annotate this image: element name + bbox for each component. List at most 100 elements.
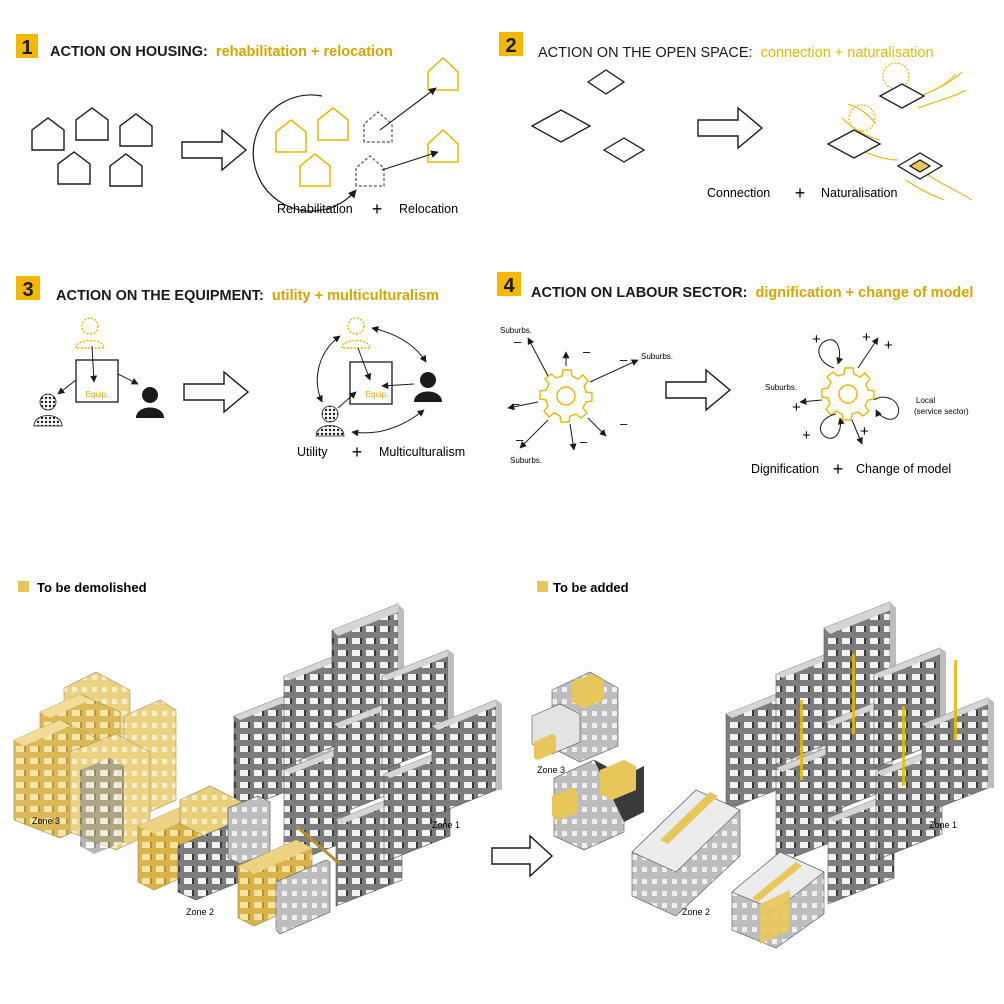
cycle-arrow-icon	[252, 94, 357, 212]
zone-label: Zone 2	[682, 907, 710, 917]
section-number-badge	[16, 276, 40, 300]
plus-sign: +	[833, 459, 844, 479]
svg-text:–: –	[583, 344, 591, 359]
section-title: ACTION ON THE EQUIPMENT:	[56, 288, 264, 304]
section-subtitle: dignification + change of model	[755, 285, 973, 301]
section-title-row: ACTION ON HOUSING: rehabilitation + relo…	[50, 44, 393, 60]
suburbs-label: Suburbs.	[765, 383, 797, 392]
zone-label: Zone 2	[186, 907, 214, 917]
arrow-right-icon	[665, 368, 732, 412]
legend-swatch	[537, 581, 548, 592]
local-label: Local	[916, 396, 935, 405]
equipment-arrow	[117, 373, 139, 385]
label-relocation: Relocation	[399, 202, 458, 216]
person-icon	[315, 405, 345, 437]
house-outline-icon	[31, 107, 153, 187]
zone3-buildings	[13, 671, 177, 854]
legend-label: To be demolished	[37, 580, 147, 595]
svg-text:–: –	[620, 352, 628, 367]
zone2-buildings	[137, 785, 331, 935]
zone1-buildings	[725, 601, 994, 905]
legend-swatch	[18, 581, 29, 592]
section-housing: 1 ACTION ON HOUSING: rehabilitation + re…	[16, 34, 459, 219]
label-utility: Utility	[297, 445, 328, 459]
person-icon	[136, 387, 164, 418]
house-outline-icon	[355, 111, 393, 187]
section-equipment: 3 ACTION ON THE EQUIPMENT: utility + mul…	[16, 276, 465, 462]
svg-text:–: –	[620, 416, 628, 431]
svg-text:–: –	[580, 434, 588, 449]
zone1-buildings	[233, 603, 502, 907]
section-number: 2	[505, 35, 516, 57]
legend-demolished: To be demolished	[18, 580, 147, 595]
section-number: 3	[22, 279, 33, 301]
suburbs-label: Suburbs.	[500, 326, 532, 335]
arrow-right-icon	[181, 128, 248, 172]
person-icon	[75, 317, 105, 349]
minus-signs: – – – – – – –	[512, 334, 628, 449]
section-title: ACTION ON HOUSING:	[50, 44, 208, 60]
person-icon	[341, 317, 371, 349]
section-subtitle: rehabilitation + relocation	[216, 44, 393, 60]
label-rehabilitation: Rehabilitation	[277, 202, 353, 216]
equipment-arrow	[371, 326, 427, 363]
label-naturalisation: Naturalisation	[821, 186, 897, 200]
section-subtitle: connection + naturalisation	[761, 45, 934, 61]
labour-arrows	[507, 337, 639, 451]
diamond-plot-icon	[826, 83, 944, 180]
service-sector-label: (service sector)	[914, 407, 969, 416]
section-title: ACTION ON LABOUR SECTOR:	[531, 285, 747, 301]
svg-text:–: –	[516, 432, 524, 447]
plus-sign: +	[795, 183, 806, 203]
house-outline-icon	[275, 56, 459, 187]
plus-sign: +	[372, 199, 383, 219]
svg-text:+: +	[802, 427, 811, 444]
section-title-row: ACTION ON LABOUR SECTOR: dignification +…	[531, 285, 973, 301]
label-connection: Connection	[707, 186, 770, 200]
svg-text:+: +	[792, 399, 801, 416]
zone-label: Zone 1	[432, 820, 460, 830]
person-icon	[33, 393, 63, 427]
section-number-badge	[499, 32, 523, 56]
zone2-buildings	[631, 789, 825, 949]
svg-text:–: –	[512, 396, 520, 411]
gear-icon	[539, 369, 593, 423]
equip-label: Equip.	[366, 390, 389, 399]
section-open-space: 2 ACTION ON THE OPEN SPACE: connection +…	[499, 32, 973, 203]
label-dignification: Dignification	[751, 462, 819, 476]
svg-text:–: –	[514, 334, 522, 349]
zone-label: Zone 3	[537, 765, 565, 775]
equipment-arrow	[357, 347, 372, 381]
labour-arrows	[799, 337, 900, 445]
zone-label: Zone 3	[32, 816, 60, 826]
section-subtitle: utility + multiculturalism	[272, 288, 439, 304]
arrow-right-icon	[183, 370, 250, 414]
equip-label: Equip.	[86, 390, 109, 399]
person-icon	[414, 372, 442, 402]
equipment-arrow	[351, 409, 425, 437]
section-title-row: ACTION ON THE EQUIPMENT: utility + multi…	[56, 288, 439, 304]
arrow-right-icon	[697, 106, 764, 150]
svg-text:+: +	[812, 331, 821, 348]
equipment-arrow	[57, 379, 77, 395]
section-number: 1	[21, 37, 32, 59]
zone3-buildings	[531, 671, 644, 851]
equipment-arrow	[90, 345, 98, 383]
axonometric-current: Zone 3 Zone 2 Zone 1	[13, 603, 502, 935]
legend-label: To be added	[553, 580, 629, 595]
relocation-arrow	[379, 87, 437, 131]
label-change-of-model: Change of model	[856, 462, 951, 476]
legend-added: To be added	[537, 580, 629, 595]
section-number-badge	[497, 272, 521, 296]
label-multiculturalism: Multiculturalism	[379, 445, 465, 459]
equipment-arrow	[337, 391, 357, 409]
section-title: ACTION ON THE OPEN SPACE:	[538, 45, 753, 61]
svg-text:+: +	[860, 423, 869, 440]
section-labour: 4 ACTION ON LABOUR SECTOR: dignification…	[497, 272, 973, 479]
relocation-arrow	[381, 150, 439, 171]
plus-signs: + + + + + +	[792, 329, 893, 444]
svg-text:+: +	[862, 329, 871, 346]
svg-text:+: +	[884, 337, 893, 354]
section-number: 4	[503, 275, 515, 297]
